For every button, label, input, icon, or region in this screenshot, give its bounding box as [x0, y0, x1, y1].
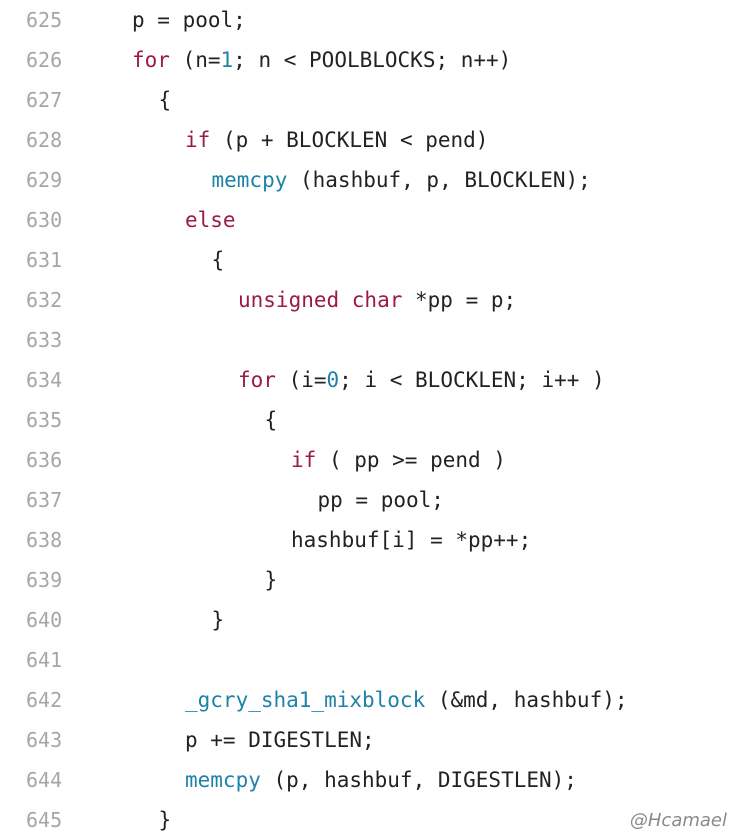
code-token: ; i < BLOCKLEN; i++ )	[339, 368, 605, 392]
code-token: (p + BLOCKLEN < pend)	[210, 128, 489, 152]
number-token: 0	[326, 368, 340, 392]
code-line-644: 644 memcpy (p, hashbuf, DIGESTLEN);	[0, 760, 737, 800]
line-code: _gcry_sha1_mixblock (&md, hashbuf);	[185, 680, 628, 720]
line-code: }	[212, 600, 225, 640]
code-token: }	[158, 808, 172, 832]
code-line-634: 634 for (i=0; i < BLOCKLEN; i++ )	[0, 360, 737, 400]
code-line-633: 633	[0, 320, 737, 360]
line-number: 642	[26, 688, 63, 712]
line-code: if (p + BLOCKLEN < pend)	[185, 120, 488, 160]
code-token: hashbuf[i] = *pp++;	[291, 528, 532, 552]
keyword-token: for	[238, 368, 276, 392]
line-number: 640	[26, 608, 63, 632]
line-number: 630	[26, 208, 63, 232]
line-code: unsigned char *pp = p;	[238, 280, 516, 320]
line-number: 643	[26, 728, 63, 752]
code-token: (i=	[275, 368, 327, 392]
line-number: 633	[26, 328, 63, 352]
code-line-630: 630 else	[0, 200, 737, 240]
code-line-636: 636 if ( pp >= pend )	[0, 440, 737, 480]
code-token: (p, hashbuf, DIGESTLEN);	[260, 768, 577, 792]
line-number: 634	[26, 368, 63, 392]
line-number: 629	[26, 168, 63, 192]
line-number: 626	[26, 48, 63, 72]
code-line-640: 640}	[0, 600, 737, 640]
code-token: ( pp >= pend )	[316, 448, 506, 472]
line-code: {	[159, 80, 172, 120]
number-token: 1	[220, 48, 234, 72]
code-line-628: 628 if (p + BLOCKLEN < pend)	[0, 120, 737, 160]
code-token: (n=	[169, 48, 221, 72]
watermark: @Hcamael	[629, 810, 727, 831]
line-code: for (i=0; i < BLOCKLEN; i++ )	[238, 360, 605, 400]
line-code: for (n=1; n < POOLBLOCKS; n++)	[132, 40, 511, 80]
function-token: memcpy	[211, 168, 288, 192]
code-line-632: 632 unsigned char *pp = p;	[0, 280, 737, 320]
code-line-635: 635 {	[0, 400, 737, 440]
code-token: }	[264, 568, 278, 592]
keyword-token: for	[132, 48, 170, 72]
code-token: p += DIGESTLEN;	[185, 728, 375, 752]
line-number: 627	[26, 88, 63, 112]
code-line-626: 626 for (n=1; n < POOLBLOCKS; n++)	[0, 40, 737, 80]
code-token: pp = pool;	[317, 488, 444, 512]
code-line-627: 627 {	[0, 80, 737, 120]
line-code: memcpy (p, hashbuf, DIGESTLEN);	[185, 760, 577, 800]
code-line-637: 637 pp = pool;	[0, 480, 737, 520]
line-code: pp = pool;	[318, 480, 444, 520]
code-token: (hashbuf, p, BLOCKLEN);	[287, 168, 591, 192]
line-number: 628	[26, 128, 63, 152]
line-code: }	[159, 800, 172, 839]
line-code: p = pool;	[132, 0, 246, 40]
function-token: _gcry_sha1_mixblock	[185, 688, 426, 712]
code-line-641: 641	[0, 640, 737, 680]
line-number: 632	[26, 288, 63, 312]
line-code: }	[265, 560, 278, 600]
code-token: (&md, hashbuf);	[425, 688, 628, 712]
line-number: 625	[26, 8, 63, 32]
line-code: memcpy (hashbuf, p, BLOCKLEN);	[212, 160, 591, 200]
line-number: 636	[26, 448, 63, 472]
line-code: else	[185, 200, 236, 240]
line-code: hashbuf[i] = *pp++;	[291, 520, 531, 560]
code-token: *pp = p;	[402, 288, 517, 312]
keyword-token: else	[185, 208, 236, 232]
line-number: 638	[26, 528, 63, 552]
code-token: }	[211, 608, 225, 632]
code-line-642: 642 _gcry_sha1_mixblock (&md, hashbuf);	[0, 680, 737, 720]
line-code: p += DIGESTLEN;	[185, 720, 375, 760]
line-code: {	[265, 400, 278, 440]
code-line-643: 643 p += DIGESTLEN;	[0, 720, 737, 760]
line-code: if ( pp >= pend )	[291, 440, 506, 480]
code-line-625: 625 p = pool;	[0, 0, 737, 40]
code-line-629: 629 memcpy (hashbuf, p, BLOCKLEN);	[0, 160, 737, 200]
line-number: 645	[26, 808, 63, 832]
code-line-639: 639}	[0, 560, 737, 600]
code-token: ; n < POOLBLOCKS; n++)	[233, 48, 512, 72]
code-line-638: 638 hashbuf[i] = *pp++;	[0, 520, 737, 560]
code-line-645: 645}	[0, 800, 737, 839]
code-token: p = pool;	[132, 8, 246, 32]
keyword-token: if	[291, 448, 317, 472]
code-line-631: 631 {	[0, 240, 737, 280]
line-number: 637	[26, 488, 63, 512]
line-number: 635	[26, 408, 63, 432]
line-number: 631	[26, 248, 63, 272]
code-token: {	[158, 88, 172, 112]
line-number: 639	[26, 568, 63, 592]
line-number: 641	[26, 648, 63, 672]
keyword-token: unsigned char	[238, 288, 403, 312]
line-number: 644	[26, 768, 63, 792]
line-code: {	[212, 240, 225, 280]
code-token: {	[211, 248, 225, 272]
function-token: memcpy	[185, 768, 261, 792]
code-token: {	[264, 408, 278, 432]
keyword-token: if	[185, 128, 211, 152]
